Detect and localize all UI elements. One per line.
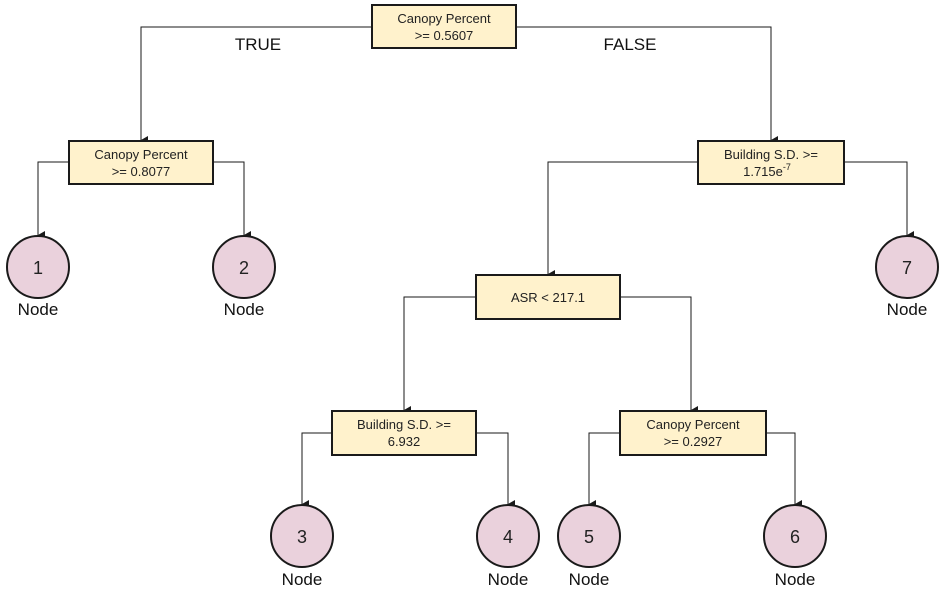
- leaf-label: Node: [887, 300, 928, 319]
- split-line1: Building S.D. >=: [357, 417, 451, 432]
- leaf-circle: [6, 235, 70, 299]
- leaf-circle: [270, 504, 334, 568]
- edge-cp-node6: [766, 432, 802, 508]
- edge-bsd-node3: [301, 432, 332, 508]
- leaf-label: Node: [569, 570, 610, 589]
- split-line2: 1.715e-7: [743, 162, 791, 179]
- leaf-label: Node: [282, 570, 323, 589]
- leaf-node-2: 2 Node: [212, 235, 276, 319]
- leaf-number: 5: [584, 527, 594, 547]
- split-line1: Canopy Percent: [397, 11, 491, 26]
- leaf-number: 4: [503, 527, 513, 547]
- leaf-number: 1: [33, 258, 43, 278]
- leaf-label: Node: [775, 570, 816, 589]
- leaf-node-1: 1 Node: [6, 235, 70, 319]
- split-line2-exponent: -7: [783, 162, 791, 172]
- leaf-number: 2: [239, 258, 249, 278]
- split-node-building-sd: Building S.D. >= 6.932: [331, 410, 477, 456]
- split-box: [68, 140, 214, 185]
- leaf-circle: [476, 504, 540, 568]
- edge-right-node7: [844, 161, 914, 239]
- leaf-node-3: 3 Node: [270, 504, 334, 589]
- split-box: [331, 410, 477, 456]
- split-node-root: Canopy Percent >= 0.5607: [371, 4, 517, 49]
- leaf-circle: [875, 235, 939, 299]
- leaf-node-7: 7 Node: [875, 235, 939, 319]
- edge-root-left: [140, 26, 372, 144]
- split-node-left: Canopy Percent >= 0.8077: [68, 140, 214, 185]
- split-line2: >= 0.2927: [664, 434, 723, 449]
- split-node-canopy: Canopy Percent >= 0.2927: [619, 410, 767, 456]
- leaf-label: Node: [18, 300, 59, 319]
- split-line1: Canopy Percent: [94, 147, 188, 162]
- edge-asr-bsd: [403, 296, 476, 414]
- leaf-circle: [557, 504, 621, 568]
- edge-left-node1: [37, 161, 69, 239]
- leaf-label: Node: [488, 570, 529, 589]
- split-line1: ASR < 217.1: [511, 290, 585, 305]
- edge-left-node2: [213, 161, 251, 239]
- edges: [37, 26, 914, 508]
- leaf-node-4: 4 Node: [476, 504, 540, 589]
- split-box: [697, 140, 845, 185]
- edge-asr-cp: [620, 296, 698, 414]
- branch-label-false: FALSE: [604, 35, 657, 54]
- leaf-label: Node: [224, 300, 265, 319]
- leaf-circle: [763, 504, 827, 568]
- leaf-node-6: 6 Node: [763, 504, 827, 589]
- split-node-asr: ASR < 217.1: [475, 274, 621, 320]
- split-line2-base: 1.715e: [743, 164, 783, 179]
- edge-cp-node5: [588, 432, 620, 508]
- split-box: [371, 4, 517, 49]
- leaf-number: 6: [790, 527, 800, 547]
- split-line1: Canopy Percent: [646, 417, 740, 432]
- edge-right-asr: [547, 161, 698, 278]
- leaf-number: 3: [297, 527, 307, 547]
- split-box: [619, 410, 767, 456]
- leaf-node-5: 5 Node: [557, 504, 621, 589]
- edge-root-right: [516, 26, 778, 144]
- leaf-circle: [212, 235, 276, 299]
- edge-bsd-node4: [476, 432, 515, 508]
- split-box: [475, 274, 621, 320]
- branch-label-true: TRUE: [235, 35, 281, 54]
- split-line2: >= 0.5607: [415, 28, 474, 43]
- leaf-number: 7: [902, 258, 912, 278]
- split-line1: Building S.D. >=: [724, 147, 818, 162]
- split-line2: 6.932: [388, 434, 421, 449]
- split-line2: >= 0.8077: [112, 164, 171, 179]
- split-node-right: Building S.D. >= 1.715e-7: [697, 140, 845, 185]
